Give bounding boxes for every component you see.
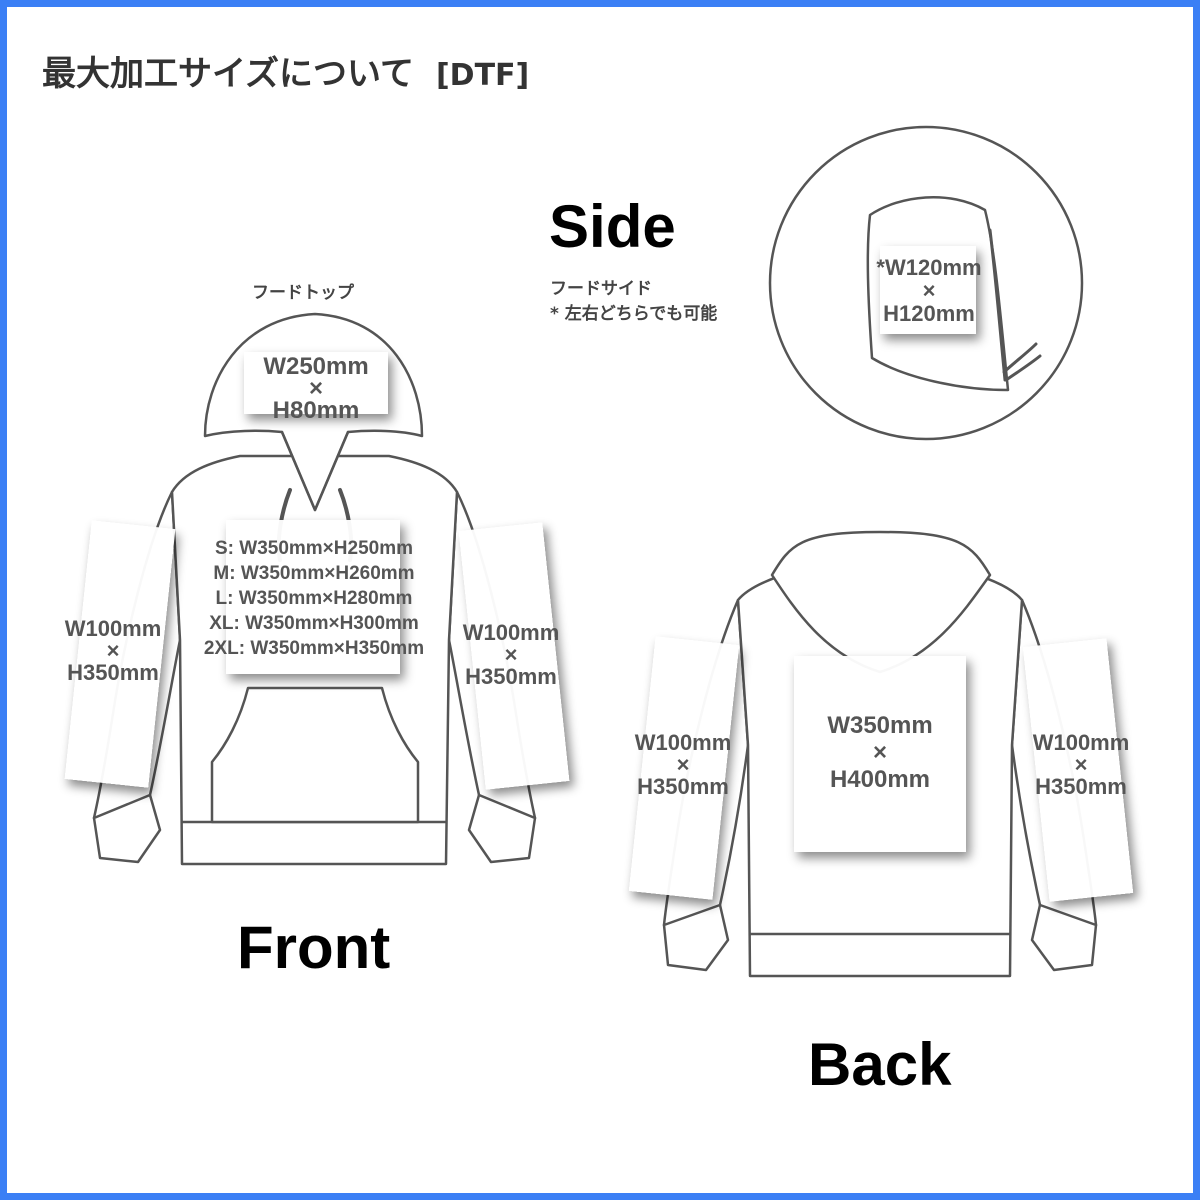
back-left-cuff bbox=[662, 903, 730, 972]
front-right-sleeve-size: W100mm × H350mm bbox=[446, 622, 576, 688]
side-size-x: × bbox=[922, 278, 936, 303]
front-left-sleeve-size: W100mm × H350mm bbox=[48, 618, 178, 684]
back-left-sleeve-x: × bbox=[676, 752, 690, 777]
side-label: Side bbox=[549, 193, 676, 260]
side-caption: フードサイド bbox=[550, 279, 652, 299]
front-right-cuff bbox=[467, 793, 537, 864]
page-title: 最大加工サイズについて [DTF] bbox=[42, 46, 529, 95]
back-body-print-area bbox=[794, 656, 966, 852]
side-drawstring bbox=[988, 228, 1042, 382]
hood-print-area bbox=[244, 352, 388, 414]
front-hood-opening bbox=[280, 430, 350, 512]
side-print-area bbox=[880, 246, 976, 334]
back-body-size: W350mm × H400mm bbox=[800, 712, 960, 793]
back-right-sleeve-w: W100mm bbox=[1032, 730, 1130, 755]
size-l: L: W350mm×H280mm bbox=[215, 588, 413, 609]
front-left-sleeve-h: H350mm bbox=[67, 660, 159, 685]
size-s: S: W350mm×H250mm bbox=[214, 538, 413, 559]
side-size-label: *W120mm × H120mm bbox=[864, 256, 994, 325]
hood-size-x: × bbox=[308, 375, 323, 402]
title-tag: [DTF] bbox=[435, 58, 530, 93]
front-left-sleeve-x: × bbox=[106, 638, 120, 663]
back-right-sleeve-x: × bbox=[1074, 752, 1088, 777]
side-size-w: *W120mm bbox=[876, 255, 982, 280]
front-right-sleeve-h: H350mm bbox=[465, 664, 557, 689]
title-text: 最大加工サイズについて bbox=[42, 54, 414, 94]
back-right-cuff bbox=[1030, 903, 1098, 972]
hood-top-caption: フードトップ bbox=[252, 283, 354, 303]
back-left-sleeve-h: H350mm bbox=[637, 774, 729, 799]
front-pocket bbox=[210, 686, 420, 824]
back-body-size-w: W350mm bbox=[827, 712, 933, 739]
size-xl: XL: W350mm×H300mm bbox=[209, 613, 419, 634]
back-right-sleeve-size: W100mm × H350mm bbox=[1016, 732, 1146, 798]
hood-size-label: W250mm × H80mm bbox=[236, 353, 396, 424]
front-right-sleeve-w: W100mm bbox=[462, 620, 560, 645]
hood-size-h: H80mm bbox=[272, 397, 360, 424]
size-m: M: W350mm×H260mm bbox=[213, 563, 415, 584]
back-right-sleeve-h: H350mm bbox=[1035, 774, 1127, 799]
size-2xl: 2XL: W350mm×H350mm bbox=[203, 638, 425, 659]
front-size-list: S: W350mm×H250mm M: W350mm×H260mm L: W35… bbox=[180, 536, 448, 661]
back-hood bbox=[770, 530, 992, 674]
hood-size-w: W250mm bbox=[263, 353, 369, 380]
back-body-size-x: × bbox=[872, 739, 887, 766]
front-body-print-area bbox=[226, 520, 400, 674]
side-note: * 左右どちらでも可能 bbox=[550, 304, 718, 324]
front-right-sleeve-x: × bbox=[504, 642, 518, 667]
side-size-h: H120mm bbox=[883, 301, 975, 326]
back-label: Back bbox=[808, 1031, 952, 1098]
back-left-sleeve-w: W100mm bbox=[634, 730, 732, 755]
back-body-size-h: H400mm bbox=[829, 766, 931, 793]
back-left-sleeve-size: W100mm × H350mm bbox=[618, 732, 748, 798]
front-left-sleeve-w: W100mm bbox=[64, 616, 162, 641]
front-left-cuff bbox=[92, 793, 162, 864]
front-label: Front bbox=[237, 914, 391, 981]
